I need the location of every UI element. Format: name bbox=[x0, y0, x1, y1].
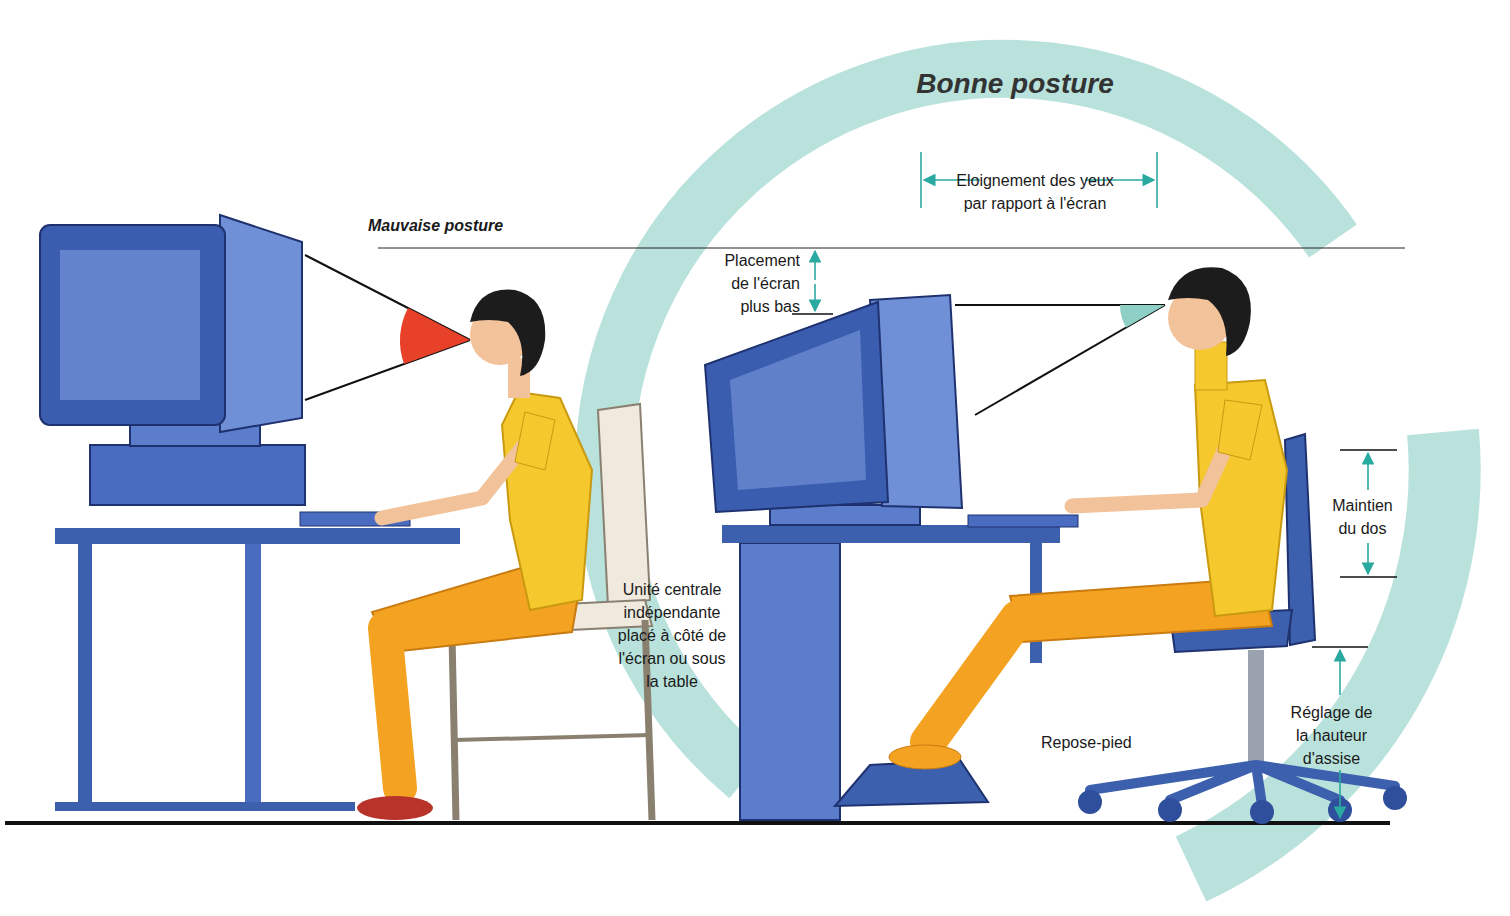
hair bbox=[470, 290, 545, 376]
monitor-highlight bbox=[730, 330, 866, 490]
dimension-tick bbox=[1312, 646, 1368, 648]
chair-back bbox=[598, 404, 650, 606]
callout-note: Unité centrale indépendante placé à côté… bbox=[612, 578, 732, 693]
good-posture-scene bbox=[705, 267, 1407, 824]
dimension-label: Réglage de la hauteur d'assise bbox=[1284, 701, 1379, 770]
dimension-label: Placement de l'écran plus bas bbox=[714, 249, 800, 318]
dimension-tick bbox=[1156, 152, 1158, 208]
foot bbox=[889, 745, 961, 769]
sight-angle bbox=[1120, 305, 1165, 328]
monitor-face bbox=[40, 225, 225, 425]
chair-leg bbox=[452, 636, 456, 820]
desk-top bbox=[722, 525, 1060, 543]
desk-leg bbox=[78, 544, 92, 806]
central-unit bbox=[90, 445, 305, 505]
monitor-face bbox=[705, 302, 888, 512]
sleeve bbox=[515, 412, 555, 470]
sight-line bbox=[975, 305, 1165, 415]
dimension-arrow bbox=[1339, 650, 1341, 695]
dimension-label: Eloignement des yeux par rapport à l'écr… bbox=[955, 169, 1115, 215]
chair-wheel bbox=[1383, 786, 1407, 810]
chair-wheel bbox=[1250, 800, 1274, 824]
part-label: Repose-pied bbox=[1041, 731, 1151, 754]
ring-arc bbox=[604, 69, 1333, 776]
shin bbox=[385, 628, 400, 788]
scene-heading: Bonne posture bbox=[895, 64, 1135, 104]
dimension-arrow bbox=[814, 284, 816, 311]
monitor-highlight bbox=[60, 250, 200, 400]
dimension-tick bbox=[920, 152, 922, 208]
chair-post bbox=[1248, 650, 1264, 762]
arm bbox=[382, 425, 540, 518]
arm bbox=[1072, 420, 1238, 506]
eye-level-line bbox=[378, 248, 1405, 249]
chair-wheel bbox=[1158, 798, 1182, 822]
torso bbox=[502, 392, 592, 610]
dimension-marks bbox=[792, 152, 1397, 818]
monitor-back bbox=[220, 215, 302, 432]
dimension-arrow bbox=[1367, 543, 1369, 574]
sleeve bbox=[1218, 400, 1262, 460]
bad-posture-scene bbox=[40, 215, 652, 820]
dimension-label: Maintien du dos bbox=[1325, 494, 1400, 540]
chair-bar bbox=[455, 735, 650, 740]
hair bbox=[1168, 267, 1251, 356]
dimension-tick bbox=[1340, 449, 1397, 451]
dimension-arrow bbox=[814, 251, 816, 280]
sight-angle bbox=[400, 308, 470, 364]
scene-heading: Mauvaise posture bbox=[368, 214, 588, 237]
floor-line bbox=[5, 821, 1390, 825]
desk-foot bbox=[55, 802, 355, 811]
desk-pedestal bbox=[740, 543, 840, 820]
circular-arrow bbox=[604, 69, 1444, 869]
shin bbox=[928, 618, 1018, 742]
desk-top bbox=[55, 528, 460, 544]
chair-wheel bbox=[1078, 790, 1102, 814]
dimension-tick bbox=[1340, 576, 1397, 578]
chair-base bbox=[1090, 765, 1395, 805]
dimension-arrow bbox=[1339, 770, 1341, 818]
desk-leg bbox=[245, 544, 261, 806]
keyboard bbox=[968, 515, 1078, 527]
shoe bbox=[357, 796, 433, 820]
dimension-arrow bbox=[1367, 453, 1369, 490]
